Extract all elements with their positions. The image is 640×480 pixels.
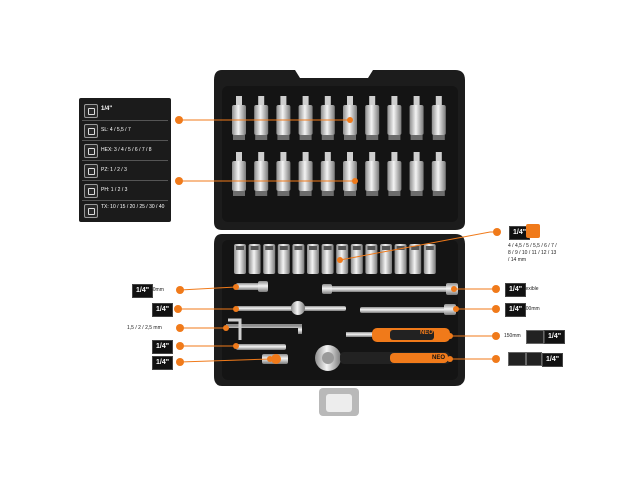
bits-row-2 xyxy=(232,152,446,196)
socket-icon xyxy=(526,224,540,238)
bit xyxy=(365,152,380,196)
phillips-bit-icon xyxy=(84,184,98,198)
adapter-drive-tag: 1/4" xyxy=(152,340,174,354)
legend-drive: 1/4" xyxy=(101,106,113,112)
case-handle xyxy=(319,388,359,416)
bit xyxy=(232,152,246,196)
sockets-drive-tag: 1/4" xyxy=(509,226,531,240)
screwdriver-icon xyxy=(526,330,544,344)
socket xyxy=(277,244,290,274)
ext100-size-label: 100mm xyxy=(523,306,540,312)
extension-100mm xyxy=(360,304,456,315)
hex-keys xyxy=(226,318,302,340)
socket xyxy=(263,244,276,274)
legend-row-pz: PZ: 1 / 2 / 3 xyxy=(101,167,127,173)
hex-keys-label: 1,5 / 2 / 2,5 mm xyxy=(127,325,162,331)
driver-size-label: 150mm xyxy=(504,333,521,339)
flex-label: flexible xyxy=(523,286,539,292)
bit xyxy=(254,152,269,196)
flex-drive-tag: 1/4" xyxy=(505,283,527,297)
bit xyxy=(409,152,424,196)
reversible-icon xyxy=(526,352,542,366)
legend-row-ph: PH: 1 / 2 / 3 xyxy=(101,187,128,193)
socket xyxy=(365,244,378,274)
ext50-size-label: 50mm xyxy=(150,287,164,293)
bit xyxy=(409,96,424,140)
socket xyxy=(423,244,436,274)
hex-bit-icon xyxy=(84,144,98,158)
legend-row-hex: HEX: 3 / 4 / 5 / 6 / 7 / 8 xyxy=(101,147,152,153)
pozidriv-bit-icon xyxy=(84,164,98,178)
socket xyxy=(380,244,392,274)
drive-size-icon xyxy=(84,104,98,118)
bit xyxy=(431,96,446,140)
bits-row-1 xyxy=(232,96,446,140)
legend-row-sl: SL: 4 / 5,5 / 7 xyxy=(101,127,131,133)
ratchet-drive-tag: 1/4" xyxy=(542,353,564,367)
socket xyxy=(321,244,334,274)
torx-bit-icon xyxy=(84,204,98,218)
sliding-t-bar xyxy=(236,301,346,315)
socket xyxy=(307,244,319,274)
socket xyxy=(248,244,261,274)
bit-legend: 1/4" SL: 4 / 5,5 / 7 HEX: 3 / 4 / 5 / 6 … xyxy=(79,98,171,222)
brand-on-ratchet: NEO xyxy=(432,355,446,361)
bit xyxy=(365,96,380,140)
legend-row-tx: TX: 10 / 15 / 20 / 25 / 30 / 40 xyxy=(101,204,165,210)
sockets-sizes-label: 4 / 4,5 / 5 / 5,5 / 6 / 7 / 8 / 9 / 10 /… xyxy=(508,243,557,263)
slotted-bit-icon xyxy=(84,124,98,138)
ratchet-icon xyxy=(508,352,526,366)
socket xyxy=(394,244,407,274)
bit xyxy=(298,152,313,196)
bit xyxy=(320,152,335,196)
screwdriver-bit-holder xyxy=(346,328,450,342)
ujoint-drive-tag: 1/4" xyxy=(152,356,174,370)
socket xyxy=(409,244,422,274)
tbar-drive-tag: 1/4" xyxy=(152,303,174,317)
bit-adapter xyxy=(236,344,286,350)
leader-dots xyxy=(174,116,501,366)
ext100-drive-tag: 1/4" xyxy=(505,303,527,317)
brand-on-screwdriver: NEO xyxy=(420,330,434,336)
socket xyxy=(350,244,363,274)
sockets-row xyxy=(234,244,436,274)
socket xyxy=(292,244,305,274)
driver-drive-tag: 1/4" xyxy=(544,330,566,344)
bit xyxy=(387,96,402,140)
bit xyxy=(431,152,446,196)
case-lid xyxy=(214,70,465,230)
extension-50mm xyxy=(236,281,268,292)
bit xyxy=(387,152,402,196)
socket xyxy=(234,244,246,274)
bit xyxy=(276,152,291,196)
leader-lines xyxy=(178,119,497,363)
ext50-drive-tag: 1/4" xyxy=(132,284,154,298)
ratchet xyxy=(315,345,450,371)
